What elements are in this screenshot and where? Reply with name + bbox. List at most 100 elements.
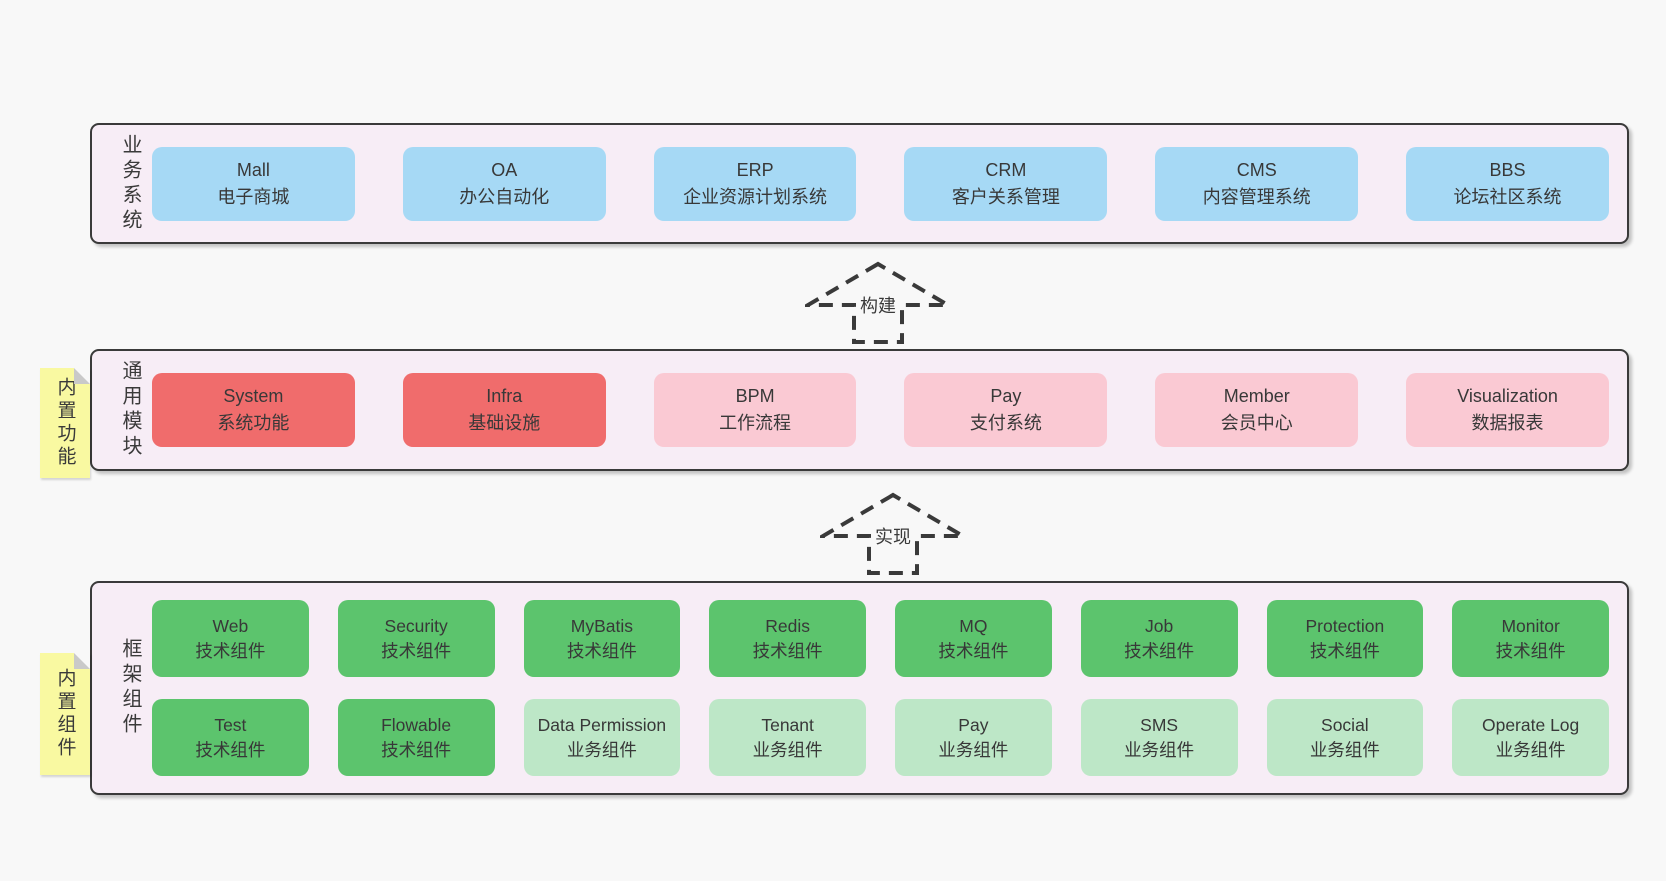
- common-modules-row-area: System 系统功能 Infra 基础设施 BPM 工作流程 Pay 支付系统 Member 会…: [152, 373, 1609, 447]
- layer-common-modules: 通用模块 System 系统功能 Infra 基础设施 BPM 工作流程 Pay 支付系统 Me…: [90, 349, 1629, 471]
- box-crm: CRM 客户关系管理: [904, 146, 1108, 221]
- box-web: Web 技术组件: [152, 600, 309, 677]
- box-name: Monitor: [1501, 616, 1560, 636]
- box-system: System 系统功能: [152, 373, 355, 447]
- box-desc: 技术组件: [566, 640, 637, 661]
- box-monitor: Monitor 技术组件: [1452, 600, 1609, 677]
- module-row: System 系统功能 Infra 基础设施 BPM 工作流程 Pay 支付系统 Member 会…: [152, 373, 1609, 447]
- box-desc: 支付系统: [969, 413, 1042, 433]
- box-desc: 技术组件: [938, 640, 1009, 661]
- box-name: Security: [384, 616, 448, 636]
- arrow-build-label: 构建: [858, 292, 898, 318]
- box-name: Web: [212, 616, 249, 636]
- arrow-build: 构建: [805, 261, 951, 345]
- box-name: Redis: [765, 616, 810, 636]
- box-name: BBS: [1489, 159, 1526, 180]
- sticky-note-label: 内置功能: [54, 377, 76, 469]
- box-erp: ERP 企业资源计划系统: [653, 146, 857, 221]
- box-name: Protection: [1305, 616, 1385, 636]
- box-cms: CMS 内容管理系统: [1155, 146, 1359, 221]
- box-mq: MQ 技术组件: [895, 600, 1052, 677]
- box-member: Member 会员中心: [1155, 373, 1359, 447]
- box-mybatis: MyBatis 技术组件: [523, 600, 681, 677]
- box-test: Test 技术组件: [152, 699, 309, 776]
- box-name: SMS: [1140, 715, 1179, 735]
- box-infra: Infra 基础设施: [402, 373, 606, 447]
- box-pay: Pay 支付系统: [904, 373, 1108, 447]
- box-name: Operate Log: [1481, 715, 1580, 735]
- box-job: Job 技术组件: [1080, 600, 1238, 677]
- box-social: Social 业务组件: [1266, 699, 1424, 776]
- box-name: Pay: [990, 386, 1022, 406]
- box-visualization: Visualization 数据报表: [1406, 373, 1609, 447]
- box-name: Data Permission: [537, 715, 667, 735]
- box-bbs: BBS 论坛社区系统: [1406, 146, 1609, 221]
- business-systems-row-area: Mall 电子商城 OA 办公自动化 ERP 企业资源计划系统 CRM 客户关系管理 CMS 内容…: [152, 146, 1609, 221]
- box-name: Social: [1321, 715, 1369, 735]
- box-desc: 技术组件: [752, 640, 823, 661]
- box-desc: 工作流程: [719, 413, 792, 433]
- box-desc: 技术组件: [1309, 640, 1380, 661]
- box-name: MyBatis: [570, 616, 633, 636]
- box-desc: 技术组件: [381, 739, 452, 760]
- sticky-note-built-in-components: 内置组件: [40, 653, 90, 775]
- box-desc: 业务组件: [1495, 739, 1566, 760]
- box-desc: 技术组件: [1495, 640, 1566, 661]
- box-desc: 内容管理系统: [1202, 186, 1311, 207]
- layer-label-common-modules: 通用模块: [119, 360, 141, 460]
- box-name: MQ: [959, 616, 988, 636]
- box-desc: 数据报表: [1471, 413, 1544, 433]
- box-desc: 会员中心: [1220, 413, 1293, 433]
- layer-label-business-systems: 业务系统: [119, 133, 141, 234]
- box-operate-log: Operate Log 业务组件: [1452, 699, 1609, 776]
- box-desc: 基础设施: [468, 413, 541, 433]
- box-name: Infra: [486, 386, 523, 406]
- box-desc: 技术组件: [1124, 640, 1195, 661]
- box-name: CMS: [1236, 159, 1277, 180]
- box-name: BPM: [735, 386, 775, 406]
- box-desc: 办公自动化: [459, 186, 550, 207]
- box-desc: 业务组件: [566, 739, 637, 760]
- layer-label-framework-components: 框架组件: [119, 638, 141, 738]
- box-name: Test: [214, 715, 247, 735]
- box-bpm: BPM 工作流程: [653, 373, 857, 447]
- box-mall: Mall 电子商城: [152, 146, 355, 221]
- box-name: ERP: [736, 159, 774, 180]
- box-desc: 技术组件: [195, 640, 266, 661]
- box-desc: 业务组件: [1309, 739, 1380, 760]
- box-desc: 业务组件: [938, 739, 1009, 760]
- sticky-note-label: 内置组件: [54, 668, 76, 760]
- box-name: Visualization: [1457, 386, 1558, 406]
- box-name: Tenant: [761, 715, 814, 735]
- box-desc: 技术组件: [195, 739, 266, 760]
- box-desc: 业务组件: [752, 739, 823, 760]
- dashed-up-arrow-icon: [805, 261, 951, 344]
- box-name: OA: [491, 159, 518, 180]
- box-protection: Protection 技术组件: [1266, 600, 1424, 677]
- box-redis: Redis 技术组件: [709, 600, 866, 677]
- module-row: Mall 电子商城 OA 办公自动化 ERP 企业资源计划系统 CRM 客户关系管理 CMS 内容…: [152, 146, 1609, 221]
- layer-business-systems: 业务系统 Mall 电子商城 OA 办公自动化 ERP 企业资源计划系统 CRM 客户关系管理…: [90, 123, 1629, 244]
- sticky-note-built-in-features: 内置功能: [40, 368, 90, 478]
- dashed-up-arrow-icon: [820, 492, 966, 575]
- box-desc: 企业资源计划系统: [683, 186, 828, 207]
- box-name: CRM: [985, 159, 1027, 180]
- box-name: Mall: [236, 159, 270, 180]
- box-flowable: Flowable 技术组件: [337, 699, 495, 776]
- box-name: Job: [1145, 616, 1174, 636]
- box-desc: 电子商城: [217, 186, 290, 207]
- box-desc: 客户关系管理: [951, 186, 1060, 207]
- box-name: Flowable: [381, 715, 452, 735]
- box-desc: 系统功能: [217, 413, 290, 433]
- box-desc: 论坛社区系统: [1453, 186, 1562, 207]
- box-sms: SMS 业务组件: [1080, 699, 1238, 776]
- box-name: System: [223, 386, 284, 406]
- box-tenant: Tenant 业务组件: [709, 699, 866, 776]
- box-desc: 业务组件: [1124, 739, 1195, 760]
- box-name: Member: [1223, 386, 1290, 406]
- arrow-implement: 实现: [820, 492, 966, 576]
